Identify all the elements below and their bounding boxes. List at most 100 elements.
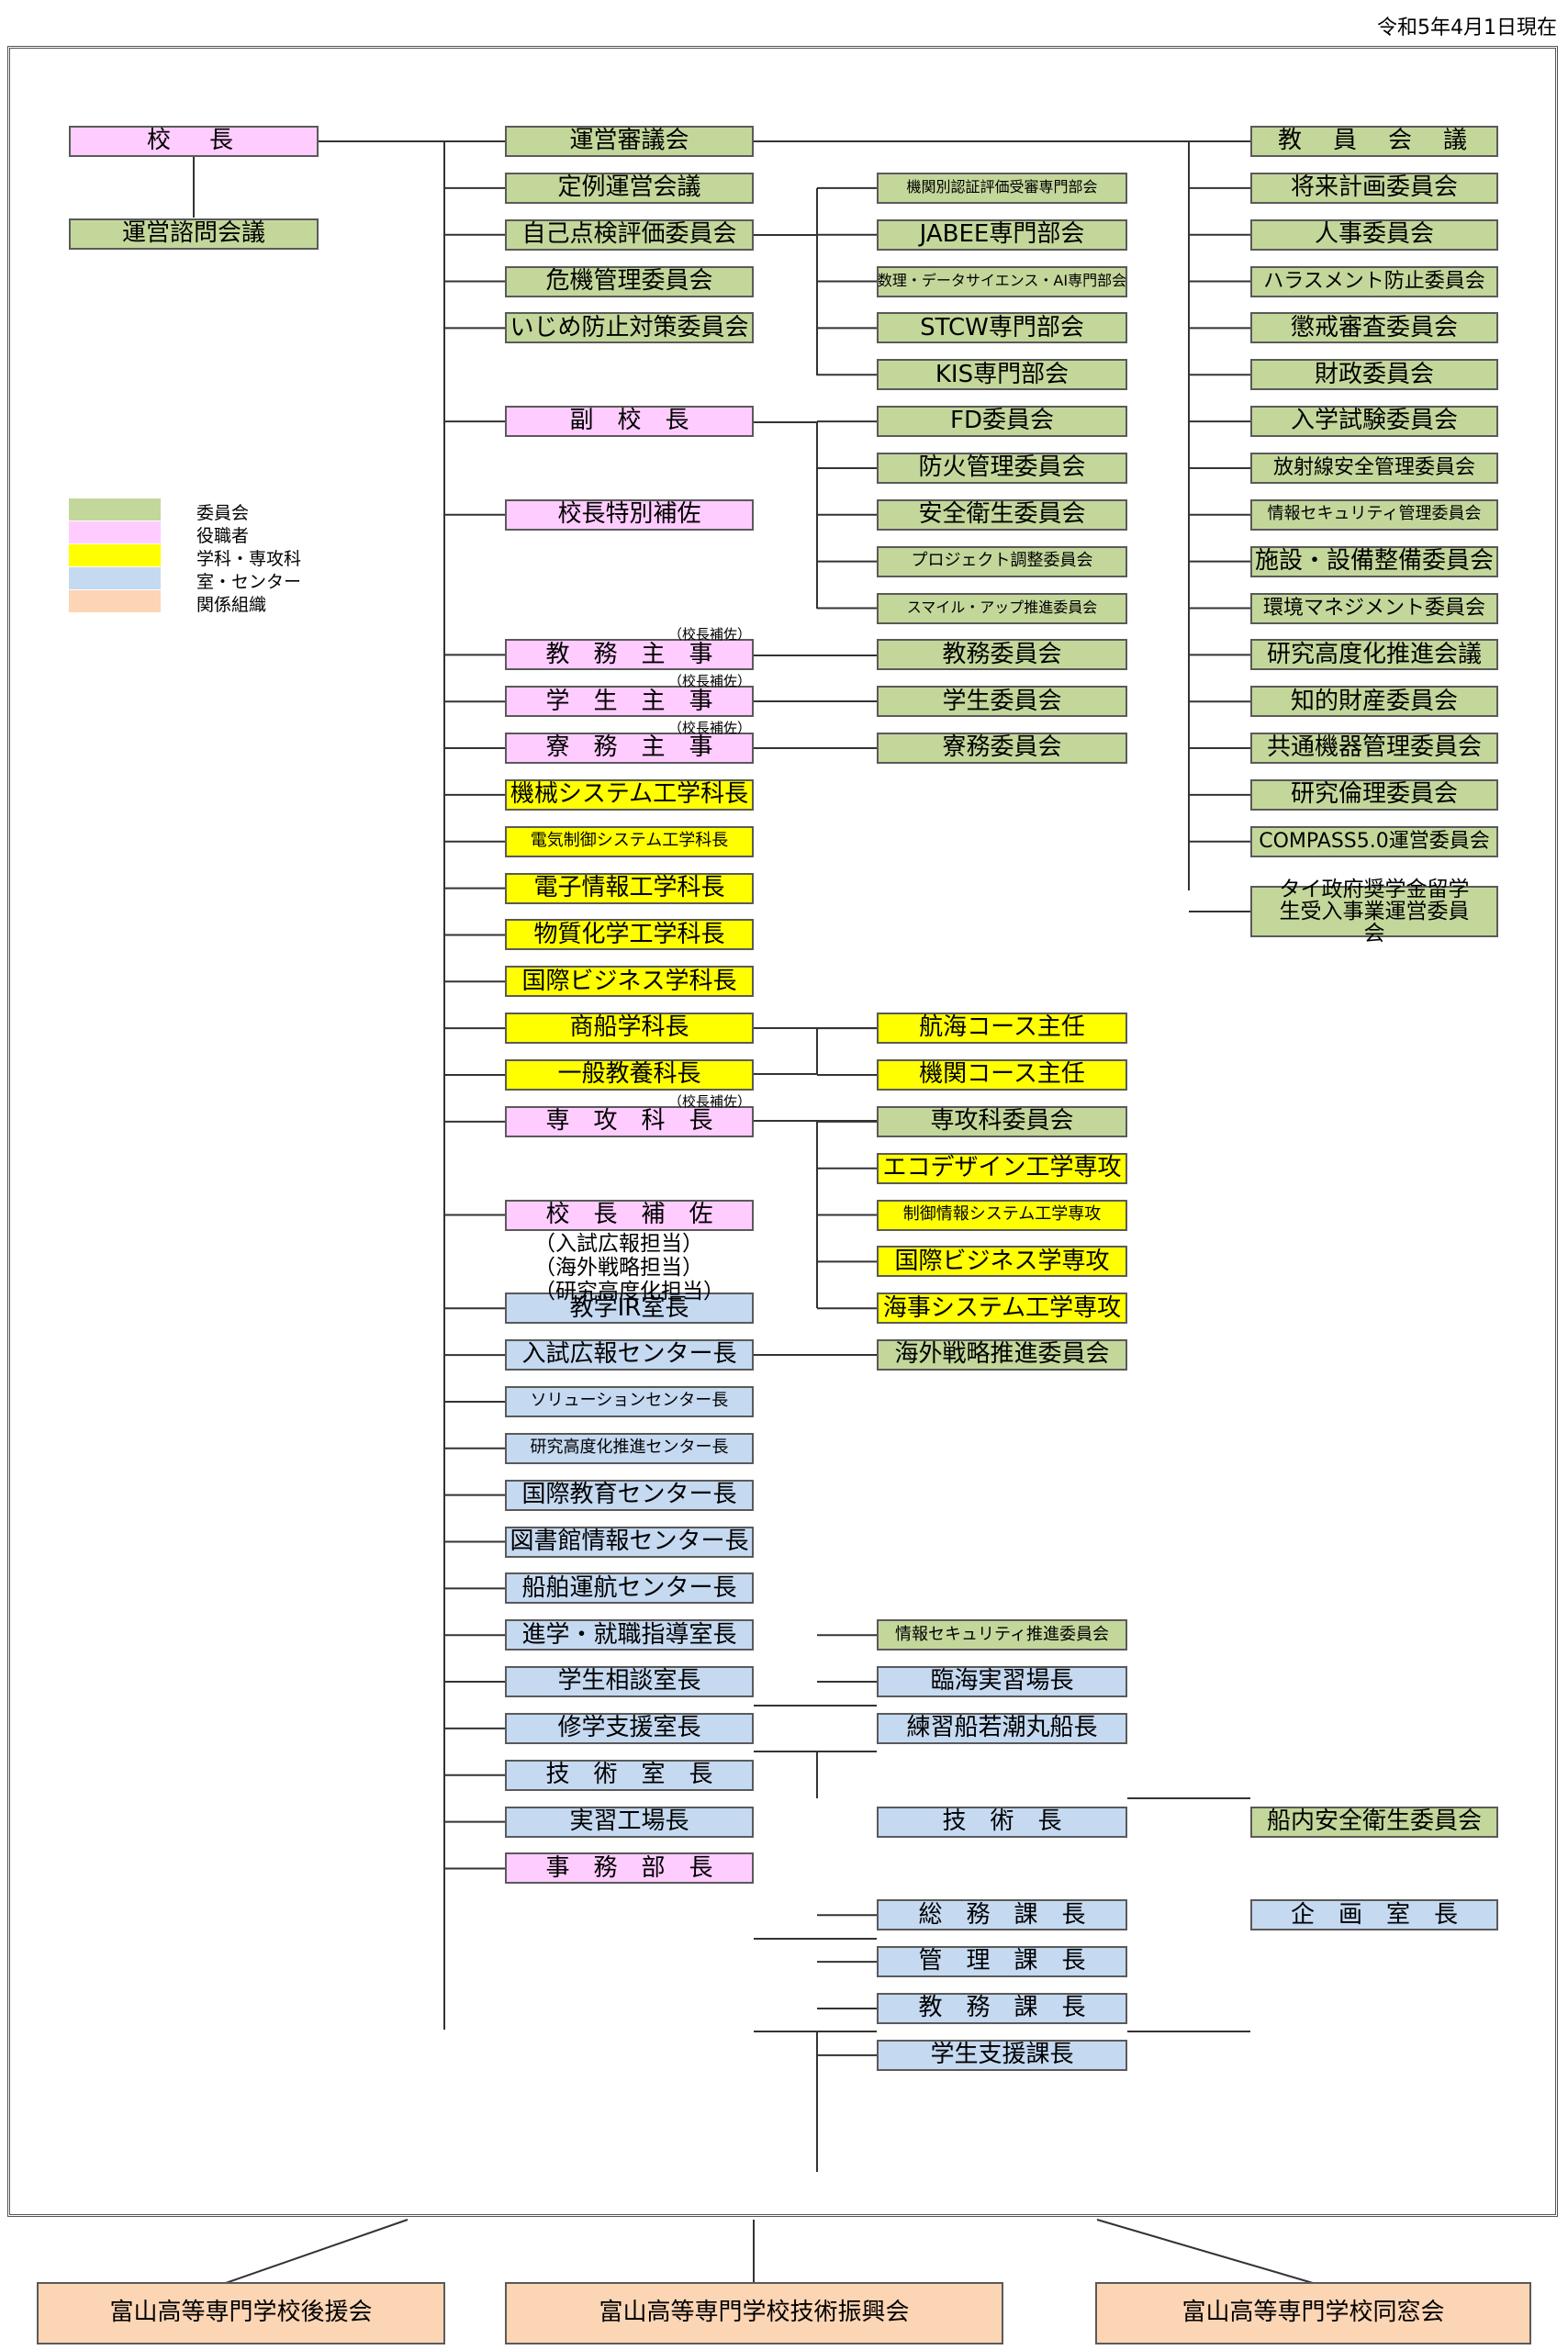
legend-swatch: [69, 590, 161, 612]
col3-box: 防火管理委員会: [877, 452, 1127, 484]
col2-box: 校 長 補 佐: [505, 1199, 754, 1231]
col3-box: プロジェクト調整委員会: [877, 545, 1127, 577]
related-org-box: 富山高等専門学校後援会: [37, 2282, 445, 2344]
col3-box: 機関コース主任: [877, 1059, 1127, 1091]
col2-box: 電気制御システム工学科長: [505, 825, 754, 857]
org-chart-frame: [7, 46, 1558, 2217]
col4-box: 入学試験委員会: [1250, 406, 1498, 438]
col2-box: 副 校 長: [505, 406, 754, 438]
col2-box: 事 務 部 長: [505, 1852, 754, 1885]
col4-box: 財政委員会: [1250, 359, 1498, 391]
col2-box: 船舶運航センター長: [505, 1572, 754, 1605]
col2-box: ソリューションセンター長: [505, 1385, 754, 1417]
col4-box: 教 員 会 議: [1250, 126, 1498, 157]
col2-box: 物質化学工学科長: [505, 919, 754, 951]
col4-box: ハラスメント防止委員会: [1250, 265, 1498, 297]
col4-box: 施設・設備整備委員会: [1250, 545, 1498, 577]
assistant-note: （校長補佐）: [668, 673, 752, 690]
assistant-role: （研究高度化担当）: [534, 1279, 724, 1304]
col3-box: KIS専門部会: [877, 359, 1127, 391]
col2-box: 危機管理委員会: [505, 265, 754, 297]
col3-box: 臨海実習場長: [877, 1666, 1127, 1698]
col3-box: 国際ビジネス学専攻: [877, 1246, 1127, 1278]
col2-box: 専 攻 科 長: [505, 1105, 754, 1137]
legend-label: 関係組織: [196, 595, 267, 615]
principal-box: 校 長: [69, 126, 319, 157]
col4-box: 人事委員会: [1250, 218, 1498, 251]
legend-swatch: [69, 567, 161, 589]
col4-box: 知的財産委員会: [1250, 686, 1498, 718]
legend-label: 室・センター: [196, 572, 302, 592]
col2-box: 入試広報センター長: [505, 1339, 754, 1371]
col2-box: 電子情報工学科長: [505, 872, 754, 904]
col4-box: 研究倫理委員会: [1250, 778, 1498, 811]
legend-swatch: [69, 498, 161, 520]
col4-box: 船内安全衛生委員会: [1250, 1806, 1498, 1838]
col3-box: 航海コース主任: [877, 1013, 1127, 1045]
col4-box: 研究高度化推進会議: [1250, 639, 1498, 671]
col2-box: 国際ビジネス学科長: [505, 966, 754, 998]
col2-box: 自己点検評価委員会: [505, 218, 754, 251]
col3-box: エコデザイン工学専攻: [877, 1152, 1127, 1184]
col3-box: 安全衛生委員会: [877, 498, 1127, 531]
col3-box: 技 術 長: [877, 1806, 1127, 1838]
col3-box: 教 務 課 長: [877, 1993, 1127, 2024]
legend-label: 役職者: [196, 526, 250, 546]
col4-box: COMPASS5.0運営委員会: [1250, 825, 1498, 857]
assistant-note: （校長補佐）: [668, 626, 752, 643]
col4-box: 懲戒審査委員会: [1250, 312, 1498, 344]
col4-box: 共通機器管理委員会: [1250, 733, 1498, 765]
col2-box: 実習工場長: [505, 1806, 754, 1838]
legend-label: 委員会: [196, 503, 250, 523]
legend-swatch: [69, 544, 161, 566]
col3-box: 数理・データサイエンス・AI専門部会: [877, 265, 1127, 297]
col3-box: 学生支援課長: [877, 2039, 1127, 2071]
col3-box: 寮務委員会: [877, 733, 1127, 765]
col3-box: JABEE専門部会: [877, 218, 1127, 251]
col3-box: 管 理 課 長: [877, 1946, 1127, 1978]
col2-box: 教学IR室長: [505, 1292, 754, 1325]
col3-box: 学生委員会: [877, 686, 1127, 718]
col2-box: 国際教育センター長: [505, 1479, 754, 1511]
col3-box: 海事システム工学専攻: [877, 1292, 1127, 1325]
col2-box: 商船学科長: [505, 1013, 754, 1045]
col2-box: 寮 務 主 事: [505, 733, 754, 765]
col2-box: 修学支援室長: [505, 1712, 754, 1744]
col3-box: 海外戦略推進委員会: [877, 1339, 1127, 1371]
col3-box: STCW専門部会: [877, 312, 1127, 344]
col4-box: 環境マネジメント委員会: [1250, 592, 1498, 624]
col4-box: 将来計画委員会: [1250, 172, 1498, 204]
assistant-role: （入試広報担当）: [534, 1231, 703, 1256]
col2-box: 一般教養科長: [505, 1059, 754, 1091]
assistant-note: （校長補佐）: [668, 720, 752, 737]
col3-box: スマイル・アップ推進委員会: [877, 592, 1127, 624]
col2-box: 図書館情報センター長: [505, 1526, 754, 1558]
col2-box: 機械システム工学科長: [505, 778, 754, 811]
col2-box: いじめ防止対策委員会: [505, 312, 754, 344]
assistant-note: （校長補佐）: [668, 1092, 752, 1110]
related-org-box: 富山高等専門学校同窓会: [1095, 2282, 1531, 2344]
col4-box: 企 画 室 長: [1250, 1899, 1498, 1931]
as-of-date: 令和5年4月1日現在: [1377, 17, 1557, 39]
col2-box: 定例運営会議: [505, 172, 754, 204]
legend-swatch: [69, 521, 161, 543]
col2-box: 技 術 室 長: [505, 1759, 754, 1791]
col3-box: FD委員会: [877, 406, 1127, 438]
col2-box: 教 務 主 事: [505, 639, 754, 671]
col2-box: 進学・就職指導室長: [505, 1619, 754, 1651]
col2-box: 校長特別補佐: [505, 498, 754, 531]
col2-box: 学生相談室長: [505, 1666, 754, 1698]
col4-box: タイ政府奨学金留学生受入事業運営委員会: [1250, 878, 1498, 945]
col2-box: 研究高度化推進センター長: [505, 1432, 754, 1464]
col3-box: 練習船若潮丸船長: [877, 1712, 1127, 1744]
related-org-box: 富山高等専門学校技術振興会: [505, 2282, 1003, 2344]
col3-box: 機関別認証評価受審専門部会: [877, 172, 1127, 204]
col2-box: 運営審議会: [505, 126, 754, 157]
legend-label: 学科・専攻科: [196, 549, 302, 569]
col4-box: 情報セキュリティ管理委員会: [1250, 498, 1498, 531]
col3-box: 情報セキュリティ推進委員会: [877, 1619, 1127, 1651]
assistant-role: （海外戦略担当）: [534, 1255, 703, 1280]
col4-box: 放射線安全管理委員会: [1250, 452, 1498, 484]
col2-box: 学 生 主 事: [505, 686, 754, 718]
